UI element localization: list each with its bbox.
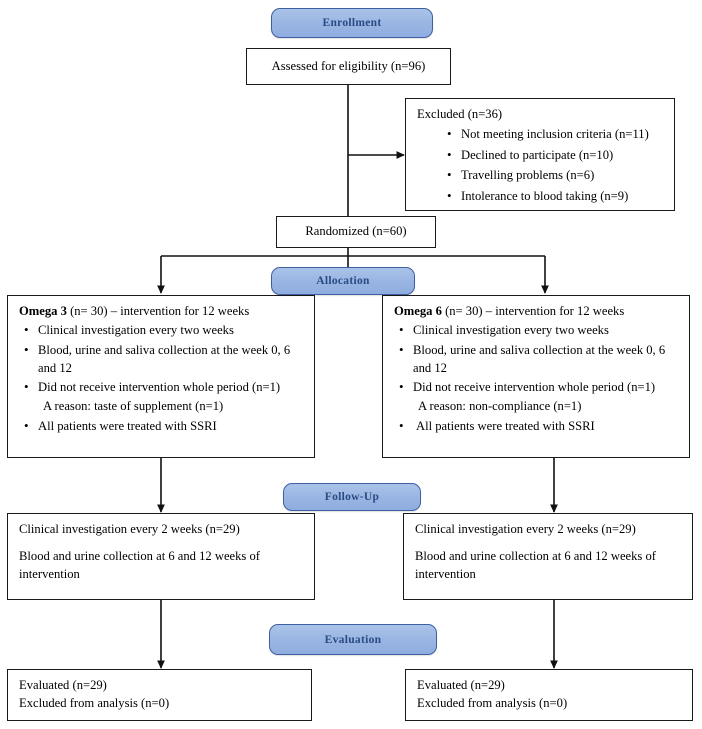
node-excluded: Excluded (n=36) Not meeting inclusion cr…	[405, 98, 675, 211]
list-item: A reason: non-compliance (n=1)	[418, 399, 582, 414]
node-assessed-for-eligibility: Assessed for eligibility (n=96)	[246, 48, 451, 85]
list-item: Clinical investigation every two weeks	[19, 321, 305, 340]
omega6-header-rest: (n= 30) – intervention for 12 weeks	[441, 304, 625, 318]
list-item: All patients were treated with SSRI	[394, 417, 680, 436]
stage-label-enrollment-text: Enrollment	[322, 17, 382, 29]
list-item: Travelling problems (n=6)	[417, 166, 665, 185]
list-item: Not meeting inclusion criteria (n=11)	[417, 125, 665, 144]
evaluation-right-line2: Excluded from analysis (n=0)	[417, 695, 568, 710]
stage-label-allocation-text: Allocation	[316, 275, 370, 287]
list-item: Did not receive intervention whole perio…	[19, 378, 305, 397]
randomized-text: Randomized (n=60)	[305, 224, 407, 239]
node-followup-right: Clinical investigation every 2 weeks (n=…	[403, 513, 693, 600]
omega6-header: Omega 6 (n= 30) – intervention for 12 we…	[394, 303, 680, 321]
excluded-reason-list: Not meeting inclusion criteria (n=11) De…	[417, 125, 665, 206]
stage-label-enrollment: Enrollment	[271, 8, 433, 38]
node-randomized: Randomized (n=60)	[276, 216, 436, 248]
list-item: All patients were treated with SSRI	[19, 417, 305, 436]
omega6-item-list: Clinical investigation every two weeks B…	[394, 321, 680, 436]
followup-right-line1: Clinical investigation every 2 weeks (n=…	[415, 522, 636, 536]
node-omega3-arm: Omega 3 (n= 30) – intervention for 12 we…	[7, 295, 315, 458]
stage-label-evaluation-text: Evaluation	[324, 633, 382, 646]
node-followup-left: Clinical investigation every 2 weeks (n=…	[7, 513, 315, 600]
node-evaluation-right: Evaluated (n=29) Excluded from analysis …	[405, 669, 693, 721]
omega6-header-bold: Omega 6	[394, 304, 442, 318]
stage-label-allocation: Allocation	[271, 267, 415, 295]
list-item: Did not receive intervention whole perio…	[394, 378, 680, 397]
evaluation-left-line1: Evaluated (n=29)	[19, 678, 107, 692]
list-item: Declined to participate (n=10)	[417, 146, 665, 165]
followup-right-line2: Blood and urine collection at 6 and 12 w…	[415, 548, 656, 581]
evaluation-left-line2: Excluded from analysis (n=0)	[19, 695, 170, 710]
followup-left-line1: Clinical investigation every 2 weeks (n=…	[19, 522, 240, 536]
assessed-text: Assessed for eligibility (n=96)	[271, 58, 426, 73]
omega3-item-list: Clinical investigation every two weeks B…	[19, 321, 305, 436]
stage-label-followup-text: Follow-Up	[324, 491, 380, 503]
followup-left-line2: Blood and urine collection at 6 and 12 w…	[19, 548, 260, 581]
list-item: Clinical investigation every two weeks	[394, 321, 680, 340]
evaluation-right-line1: Evaluated (n=29)	[417, 678, 505, 692]
omega3-header-rest: (n= 30) – intervention for 12 weeks	[66, 304, 250, 318]
list-item: Blood, urine and saliva collection at th…	[19, 341, 305, 378]
stage-label-followup: Follow-Up	[283, 483, 421, 511]
stage-label-evaluation: Evaluation	[269, 624, 437, 655]
node-omega6-arm: Omega 6 (n= 30) – intervention for 12 we…	[382, 295, 690, 458]
list-item: Blood, urine and saliva collection at th…	[394, 341, 680, 378]
list-item: Intolerance to blood taking (n=9)	[417, 187, 665, 206]
node-evaluation-left: Evaluated (n=29) Excluded from analysis …	[7, 669, 312, 721]
omega3-header: Omega 3 (n= 30) – intervention for 12 we…	[19, 303, 305, 321]
omega3-header-bold: Omega 3	[19, 304, 67, 318]
list-item: A reason: taste of supplement (n=1)	[43, 399, 224, 414]
excluded-header: Excluded (n=36)	[417, 107, 503, 121]
